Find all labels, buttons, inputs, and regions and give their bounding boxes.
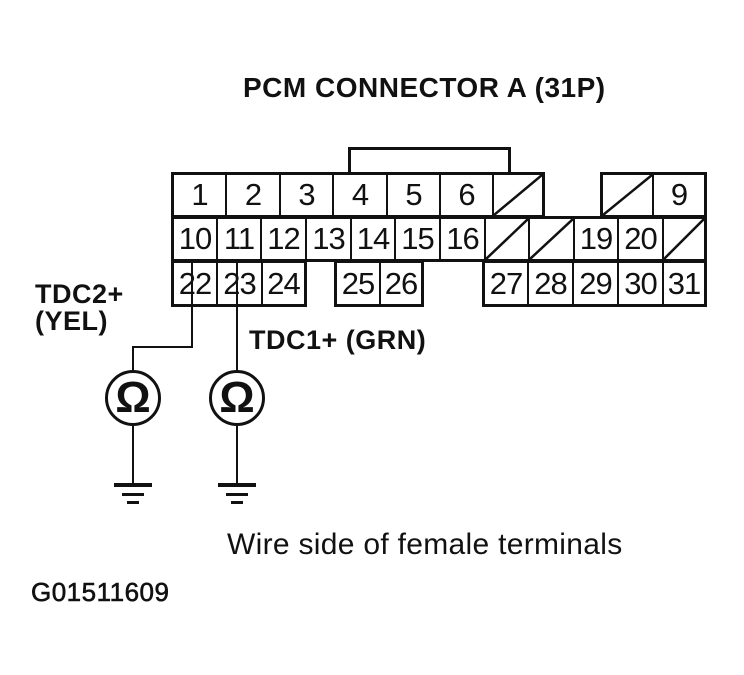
blocked-cell-icon	[484, 219, 528, 259]
figure-id: G01511609	[31, 577, 170, 608]
pin-number: 23	[223, 265, 256, 301]
pin-cell-5: 5	[386, 175, 439, 215]
pin-number: 12	[267, 221, 300, 256]
pin-number: 6	[458, 177, 475, 212]
pin-cell-6: 6	[439, 175, 492, 215]
pin-number: 30	[624, 265, 657, 301]
pin-number: 20	[624, 221, 657, 256]
pin-number: 26	[384, 265, 418, 301]
ohm-symbol: Ω	[219, 373, 255, 422]
connector-row-3-block: 27 28 29 30 31	[482, 260, 707, 307]
connector-row-1-block: 9	[600, 172, 707, 218]
pin-number: 5	[405, 177, 422, 212]
page-title: PCM CONNECTOR A (31P)	[243, 72, 606, 103]
pin-cell-19: 19	[573, 219, 617, 259]
pin-cell-12: 12	[260, 219, 305, 259]
pin-cell-28: 28	[527, 263, 572, 304]
pin-cell-20: 20	[617, 219, 662, 259]
blocked-cell-icon	[603, 175, 652, 215]
pin-number: 28	[534, 265, 567, 301]
ohmmeter-1-icon: Ω	[105, 370, 161, 426]
pin-number: 2	[244, 177, 262, 212]
wire-pin22-drop	[132, 346, 134, 372]
connector-row-3-block: 22 23 24	[171, 260, 307, 307]
pin-number: 24	[267, 265, 300, 301]
pin-cell-29: 29	[572, 263, 617, 304]
caption-wire-side: Wire side of female terminals	[227, 528, 623, 561]
pin-number: 9	[670, 177, 688, 212]
wire-pin23-vertical	[236, 263, 238, 372]
label-tdc1-signal: TDC1+ (GRN)	[249, 325, 427, 355]
wire-pin22-jog	[132, 346, 193, 348]
wire-pin22-vertical	[191, 263, 193, 348]
ohmmeter-2-icon: Ω	[209, 370, 265, 426]
pin-number: 16	[446, 221, 479, 256]
pin-cell-23: 23	[216, 263, 261, 304]
pin-number: 31	[667, 265, 701, 301]
pin-cell-31: 31	[662, 263, 704, 304]
connector-row-1-block: 1 2 3 4 5 6	[171, 172, 545, 218]
pin-cell-11: 11	[216, 219, 260, 259]
pin-number: 4	[351, 177, 369, 212]
pin-cell-1: 1	[174, 175, 225, 215]
pin-number: 3	[298, 177, 315, 212]
pin-cell-22: 22	[174, 263, 216, 304]
pin-cell-14: 14	[350, 219, 394, 259]
pin-number: 15	[401, 221, 434, 256]
pin-cell-15: 15	[394, 219, 439, 259]
connector-row-2-block: 10 11 12 13 14 15 16 19 20	[171, 216, 707, 262]
connector-keying-tab	[348, 147, 511, 176]
pin-cell-3: 3	[279, 175, 332, 215]
label-tdc2-signal: TDC2+	[35, 279, 124, 309]
ground-1-icon	[114, 483, 152, 504]
pin-number: 22	[178, 265, 212, 301]
blocked-cell-icon	[492, 175, 542, 215]
pin-number: 13	[312, 221, 345, 256]
pin-number: 29	[579, 265, 612, 301]
pin-cell-2: 2	[225, 175, 279, 215]
pin-cell-10: 10	[174, 219, 216, 259]
ohm-symbol: Ω	[115, 373, 151, 422]
wire-meter2-to-ground	[236, 426, 238, 483]
blocked-cell-icon	[528, 219, 573, 259]
pin-number: 1	[191, 177, 208, 212]
pin-cell-9: 9	[652, 175, 704, 215]
pin-number: 27	[489, 265, 523, 301]
pin-number: 11	[223, 221, 255, 256]
pin-cell-13: 13	[305, 219, 350, 259]
pin-cell-30: 30	[617, 263, 662, 304]
pin-cell-4: 4	[332, 175, 386, 215]
pin-number: 25	[341, 265, 375, 301]
blocked-cell-icon	[662, 219, 704, 259]
ground-2-icon	[218, 483, 256, 504]
pin-cell-25: 25	[337, 263, 379, 304]
pin-number: 19	[579, 221, 613, 256]
wire-meter1-to-ground	[132, 426, 134, 483]
label-tdc2-wire-color: (YEL)	[35, 306, 108, 336]
pin-cell-26: 26	[379, 263, 421, 304]
pin-number: 14	[356, 221, 390, 256]
pin-number: 10	[178, 221, 212, 256]
pin-cell-16: 16	[439, 219, 484, 259]
pin-cell-27: 27	[485, 263, 527, 304]
pin-cell-24: 24	[261, 263, 304, 304]
